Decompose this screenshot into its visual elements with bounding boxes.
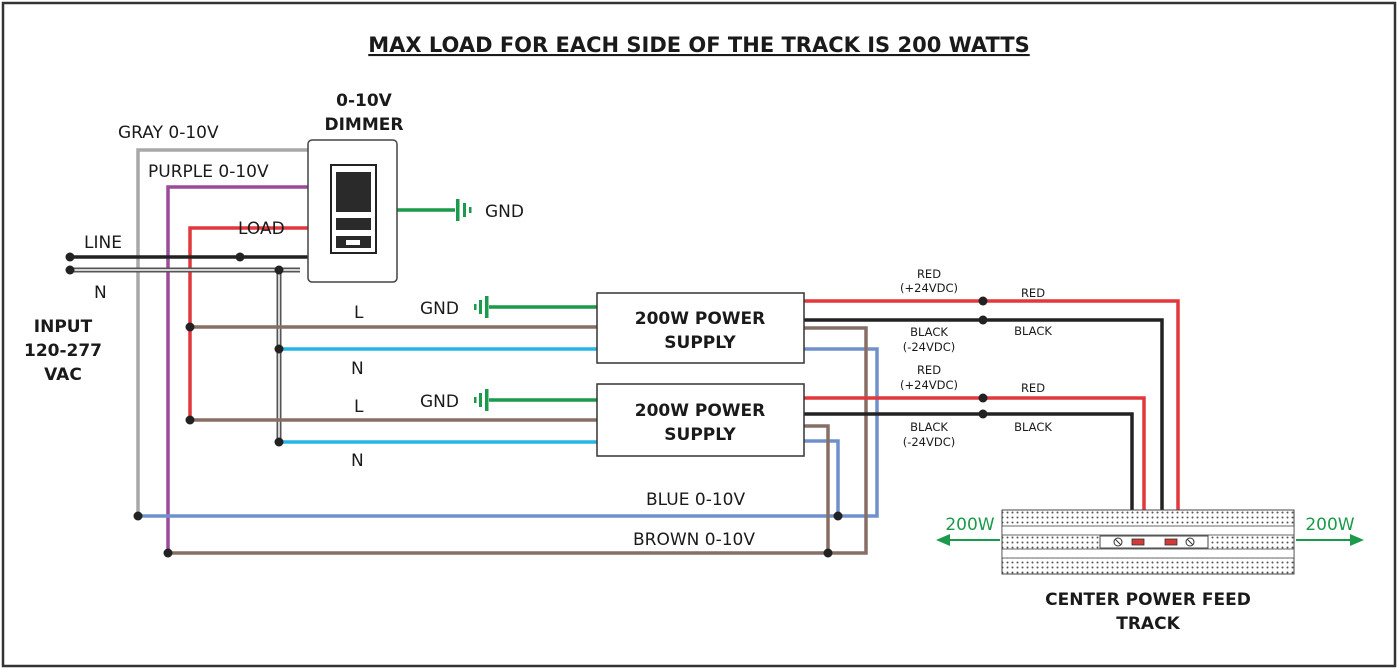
ps2-red-wire: [804, 396, 1146, 510]
ps1-black-run-label: BLACK: [1014, 324, 1052, 338]
ps1-n-label: N: [351, 359, 364, 379]
power-supply-2: [596, 383, 805, 457]
neutral-wire-label: N: [94, 283, 107, 303]
power-supply-2-label-2: SUPPLY: [664, 425, 736, 445]
ground-icon: [474, 389, 489, 411]
load-wire-label: LOAD: [238, 219, 285, 239]
ps1-red-wire: [804, 299, 1180, 510]
input-label: INPUT: [34, 317, 93, 337]
ps1-red-label: RED: [917, 267, 941, 281]
dimmer-label-2: DIMMER: [325, 115, 404, 135]
blue-0-10v-wire-2: [804, 439, 840, 516]
ps2-red-voltage-label: (+24VDC): [900, 378, 958, 392]
gray-0-10v-wire: [136, 148, 320, 516]
ps1-red-voltage-label: (+24VDC): [900, 281, 958, 295]
brown-wire-label: BROWN 0-10V: [633, 530, 755, 550]
ps1-l-label: L: [354, 303, 364, 323]
dimmer-gnd-label: GND: [485, 202, 524, 222]
blue-0-10v-wire: [138, 347, 879, 518]
power-supply-2-label: 200W POWER: [635, 401, 766, 421]
ps2-black-label: BLACK: [910, 420, 948, 434]
ps1-black-voltage-label: (-24VDC): [903, 340, 956, 354]
ps1-gnd-label: GND: [420, 299, 459, 319]
ps2-n-label: N: [351, 451, 364, 471]
ps1-black-wire: [804, 318, 1164, 510]
power-supply-1-label: 200W POWER: [635, 309, 766, 329]
purple-0-10v-wire: [166, 185, 320, 553]
ps1-black-label: BLACK: [910, 325, 948, 339]
blue-wire-label: BLUE 0-10V: [646, 490, 745, 510]
ps2-gnd-label: GND: [420, 392, 459, 412]
track-label-2: TRACK: [1116, 614, 1180, 634]
brown-0-10v-wire: [168, 326, 868, 555]
center-power-feed-track: [1001, 509, 1295, 575]
purple-wire-label: PURPLE 0-10V: [148, 162, 269, 182]
ps2-black-run-label: BLACK: [1014, 420, 1052, 434]
dimmer-label: 0-10V: [336, 91, 393, 111]
power-supply-1: [596, 292, 805, 364]
input-label-2: 120-277: [24, 341, 102, 361]
power-supply-1-label-2: SUPPLY: [664, 333, 736, 353]
junction-dots: [65, 252, 988, 558]
track-right-load: 200W: [1305, 515, 1354, 535]
track-label: CENTER POWER FEED: [1045, 590, 1251, 610]
ground-icon: [456, 199, 472, 221]
track-left-load: 200W: [945, 515, 994, 535]
ps1-red-run-label: RED: [1021, 286, 1045, 300]
page-title: MAX LOAD FOR EACH SIDE OF THE TRACK IS 2…: [368, 33, 1029, 57]
brown-0-10v-wire-2: [804, 424, 830, 553]
ps2-l-label: L: [354, 397, 364, 417]
load-wire: [188, 226, 320, 420]
gray-wire-label: GRAY 0-10V: [118, 123, 219, 143]
dimmer-switch: [307, 139, 398, 283]
ps2-red-label: RED: [917, 363, 941, 377]
ps2-black-wire: [804, 412, 1134, 510]
ps2-red-run-label: RED: [1021, 381, 1045, 395]
ground-icon: [474, 296, 489, 318]
left-arrow-icon: [936, 534, 1000, 546]
line-wire-label: LINE: [84, 233, 122, 253]
input-label-3: VAC: [44, 365, 82, 385]
right-arrow-icon: [1296, 534, 1364, 546]
ps2-black-voltage-label: (-24VDC): [903, 435, 956, 449]
